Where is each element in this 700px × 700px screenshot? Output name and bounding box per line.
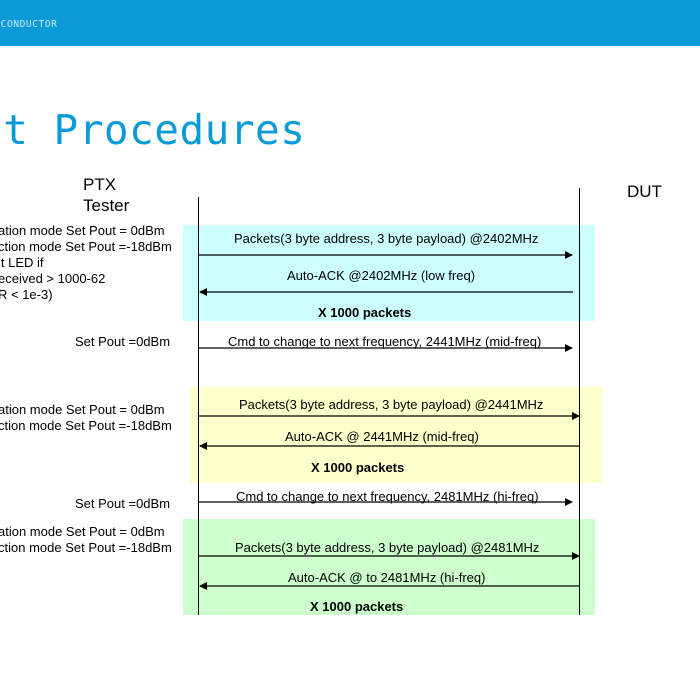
- page-title: st Procedures: [0, 106, 306, 154]
- band-low-freq: [183, 225, 595, 321]
- note-line: ction mode Set Pout =-18dBm: [0, 239, 172, 254]
- msg-packets-hi: Packets(3 byte address, 3 byte payload) …: [235, 540, 540, 555]
- note-line: ction mode Set Pout =-18dBm: [0, 418, 172, 433]
- msg-repeat-hi: X 1000 packets: [310, 599, 404, 614]
- msg-repeat-low: X 1000 packets: [318, 305, 412, 320]
- actor-ptx-line2: Tester: [83, 196, 130, 215]
- msg-packets-low: Packets(3 byte address, 3 byte payload) …: [234, 231, 539, 246]
- note-set-pout-2: Set Pout =0dBm: [75, 496, 171, 511]
- msg-repeat-mid: X 1000 packets: [311, 460, 405, 475]
- note-set-pout-1: Set Pout =0dBm: [75, 334, 171, 349]
- actor-dut: DUT: [627, 182, 662, 201]
- note-group-1: ation mode Set Pout = 0dBm ction mode Se…: [0, 223, 172, 303]
- note-line: ation mode Set Pout = 0dBm: [0, 524, 165, 539]
- band-hi-freq: [183, 519, 595, 615]
- lifeline-ptx: [198, 197, 199, 615]
- msg-ack-hi: Auto-ACK @ to 2481MHz (hi-freq): [288, 570, 486, 585]
- msg-ack-low: Auto-ACK @2402MHz (low freq): [287, 268, 476, 283]
- band-mid-freq: [190, 387, 602, 483]
- note-line: ation mode Set Pout = 0dBm: [0, 402, 165, 417]
- actor-ptx-line1: PTX: [83, 175, 117, 194]
- header-bar: MICONDUCTOR: [0, 0, 700, 46]
- note-line: it LED if: [0, 255, 44, 270]
- msg-cmd-hi: Cmd to change to next frequency, 2481MHz…: [236, 489, 539, 504]
- note-line: ction mode Set Pout =-18dBm: [0, 540, 172, 555]
- note-group-2: ation mode Set Pout = 0dBm ction mode Se…: [0, 402, 172, 434]
- note-group-3: ation mode Set Pout = 0dBm ction mode Se…: [0, 524, 172, 556]
- msg-cmd-mid: Cmd to change to next frequency, 2441MHz…: [228, 334, 542, 349]
- note-line: ation mode Set Pout = 0dBm: [0, 223, 165, 238]
- msg-ack-mid: Auto-ACK @ 2441MHz (mid-freq): [285, 429, 479, 444]
- lifeline-dut: [579, 188, 580, 615]
- note-line: eceived > 1000-62: [0, 271, 106, 286]
- msg-packets-mid: Packets(3 byte address, 3 byte payload) …: [239, 397, 544, 412]
- header-label: MICONDUCTOR: [0, 19, 58, 30]
- actor-ptx-tester: PTX Tester: [83, 174, 129, 216]
- note-line: R < 1e-3): [0, 287, 53, 302]
